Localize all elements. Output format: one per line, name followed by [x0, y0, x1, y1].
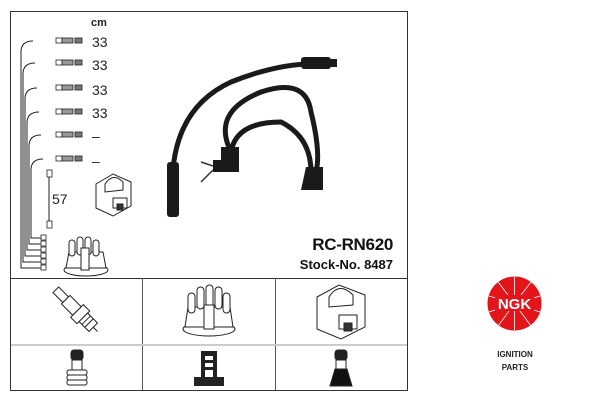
lead-length-6: – — [92, 153, 100, 169]
lead-length-4: 33 — [92, 105, 108, 121]
lead-schematic-icon — [20, 37, 83, 271]
distributor-cap-icon — [182, 284, 236, 337]
distributor-cap-cell — [143, 278, 276, 344]
product-sheet-frame: cm 33 33 33 33 – – 57 — [10, 11, 408, 391]
svg-text:NGK: NGK — [498, 296, 532, 313]
ignition-lead-set-image — [167, 57, 337, 217]
brand-caption-line1: IGNITION — [497, 350, 533, 359]
model-number: RC-RN620 — [312, 235, 393, 254]
plug-boot-straight-icon — [66, 349, 88, 386]
ngk-logo-icon: NGK — [487, 276, 542, 331]
lead-length-3: 33 — [92, 82, 108, 98]
stock-number: Stock-No. 8487 — [299, 257, 393, 272]
lead-length-1: 33 — [92, 34, 108, 50]
coil-boot-cell — [276, 346, 407, 390]
brand-caption: IGNITION PARTS — [470, 348, 560, 374]
component-grid-row-1 — [11, 278, 407, 346]
component-grid-row-2 — [11, 346, 407, 390]
plug-boot-cell — [11, 346, 144, 390]
ignition-coil-icon — [95, 173, 132, 217]
unit-label: cm — [91, 17, 107, 29]
spark-plug-cell — [11, 278, 144, 344]
distributor-boot-cell — [143, 346, 276, 390]
ignition-coil-icon — [316, 284, 366, 340]
lead-length-2: 33 — [92, 57, 108, 73]
coil-lead-length: 57 — [52, 191, 68, 207]
distributor-cap-icon — [63, 236, 109, 277]
coil-boot-icon — [329, 349, 353, 387]
distributor-boot-icon — [193, 351, 224, 386]
brand-caption-line2: PARTS — [501, 363, 529, 372]
ignition-coil-cell — [276, 278, 407, 344]
lead-set-diagram-panel: cm 33 33 33 33 – – 57 — [11, 12, 407, 279]
spark-plug-icon — [51, 286, 98, 333]
lead-length-5: – — [92, 128, 100, 144]
